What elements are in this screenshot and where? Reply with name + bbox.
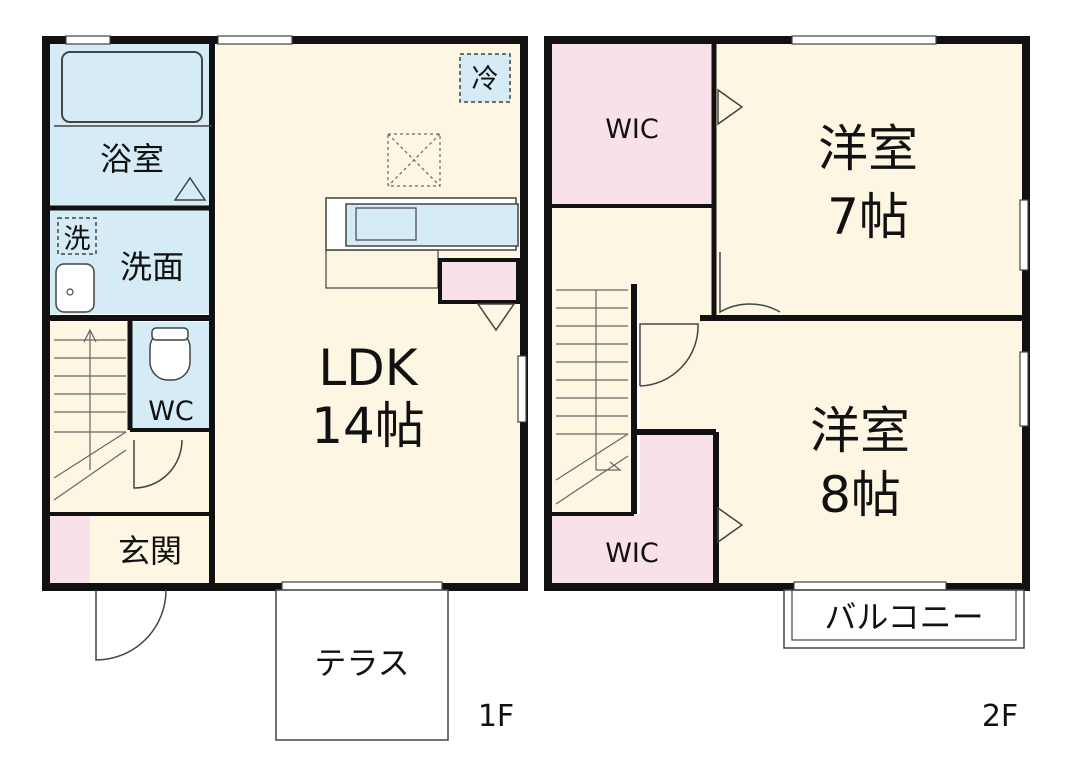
wic-top-label: WIC bbox=[605, 114, 659, 145]
windows-2f bbox=[791, 35, 1029, 591]
shoe-closet bbox=[50, 516, 90, 583]
stair-area-2f bbox=[552, 284, 632, 514]
pantry-door-icon bbox=[476, 303, 516, 332]
sink-icon bbox=[55, 263, 95, 313]
door-swing-bedroom-7 bbox=[719, 252, 781, 314]
windows-1f bbox=[65, 35, 527, 591]
ldk-label-line2: 14帖 bbox=[311, 397, 425, 455]
floor-1f bbox=[42, 35, 528, 741]
ldk-area bbox=[216, 44, 520, 583]
floor-2f bbox=[544, 35, 1030, 649]
front-door-swing bbox=[95, 589, 167, 661]
stairs-1f bbox=[53, 328, 127, 501]
floor-label-2f: 2F bbox=[982, 699, 1018, 734]
wc-label: WC bbox=[148, 396, 194, 427]
fridge-label: 冷 bbox=[472, 64, 499, 95]
stair-area-1f bbox=[50, 322, 128, 512]
balcony bbox=[783, 589, 1025, 649]
outer-wall-2f bbox=[544, 36, 1030, 591]
ceiling-fixture bbox=[387, 133, 441, 187]
bathtub bbox=[61, 51, 203, 123]
terrace-label: テラス bbox=[314, 644, 409, 682]
ldk-label-line1: LDK bbox=[318, 339, 418, 397]
wic-top-area bbox=[552, 44, 712, 204]
wic-bottom-door-icon bbox=[717, 506, 744, 544]
fridge-box bbox=[459, 53, 511, 103]
wic-bottom-label: WIC bbox=[605, 538, 659, 569]
balcony-label: バルコニー bbox=[824, 598, 983, 636]
door-swing-bedroom-8 bbox=[639, 323, 699, 387]
bedroom-7-label-line1: 洋室 bbox=[818, 120, 918, 178]
wic-top-door-icon bbox=[717, 88, 744, 126]
entrance-label: 玄関 bbox=[118, 532, 182, 570]
bath-label: 浴室 bbox=[100, 140, 164, 178]
bath-door-icon bbox=[173, 176, 207, 201]
terrace bbox=[275, 589, 449, 741]
washer-box bbox=[57, 217, 97, 255]
washroom-label: 洗面 bbox=[120, 248, 184, 286]
bedroom-7-label-line2: 7帖 bbox=[827, 188, 909, 246]
entrance-area bbox=[90, 516, 212, 583]
pantry bbox=[438, 258, 520, 304]
stairs-2f bbox=[555, 289, 629, 505]
bedroom-8-label-line1: 洋室 bbox=[810, 402, 910, 460]
bedroom-7-area bbox=[716, 44, 1022, 316]
bedroom-8-label-line2: 8帖 bbox=[819, 466, 901, 524]
door-swing-hall-1f bbox=[133, 439, 183, 489]
wic-bottom-area-b bbox=[552, 514, 714, 583]
floor-label-1f: 1F bbox=[478, 699, 514, 734]
washer-label: 洗 bbox=[64, 224, 91, 255]
kitchen-sink bbox=[345, 203, 519, 247]
